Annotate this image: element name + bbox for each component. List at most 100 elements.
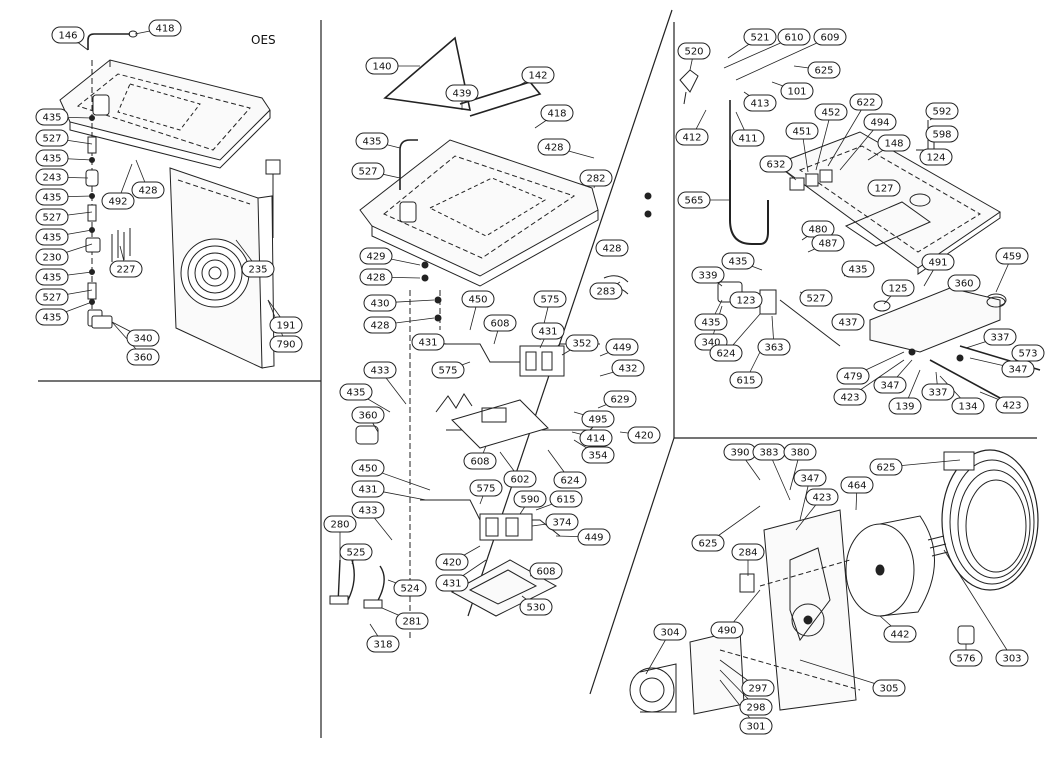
callout-label: 575 [438,366,457,377]
callout-347: 347 [873,376,907,394]
callout-label: 431 [538,327,557,338]
callout-423: 423 [805,488,839,506]
callout-label: 363 [764,343,783,354]
callout-label: 625 [876,463,895,474]
callout-label: 435 [346,388,365,399]
callout-label: 127 [874,184,893,195]
callout-428: 428 [595,239,629,257]
callout-bubble [35,228,69,246]
callout-bubble [469,479,503,497]
callout-label: 527 [42,134,61,145]
callout-492: 492 [101,192,135,210]
callout-298: 298 [739,698,773,716]
callout-label: 340 [701,338,720,349]
callout-bubble [581,446,615,464]
callout-bubble [411,333,445,351]
callout-bubble [529,562,563,580]
callout-347: 347 [1001,360,1035,378]
callout-label: 360 [954,279,973,290]
callout-527: 527 [35,129,69,147]
callout-608: 608 [463,452,497,470]
callout-label: 304 [660,628,679,639]
callout-625: 625 [691,534,725,552]
callout-label: 337 [990,333,1009,344]
callout-bubble [519,598,553,616]
callout-bubble [323,515,357,533]
callout-label: 337 [928,388,947,399]
callout-414: 414 [579,429,613,447]
callout-bubble [366,635,400,653]
callout-label: 575 [476,484,495,495]
callout-bubbles: 1464184355274352434355274352304355274354… [35,19,1045,735]
callout-bubble [807,61,841,79]
callout-bubble [677,42,711,60]
callout-bubble [35,308,69,326]
callout-label: 123 [736,296,755,307]
callout-label: 527 [358,167,377,178]
callout-label: 527 [42,213,61,224]
callout-label: 282 [586,174,605,185]
callout-429: 429 [359,247,393,265]
callout-bubble [925,125,959,143]
callout-bubble [533,290,567,308]
callout-bubble [840,476,874,494]
callout-label: 280 [330,520,349,531]
callout-bubble [109,260,143,278]
callout-435: 435 [35,308,69,326]
callout-524: 524 [393,579,427,597]
callout-label: 412 [682,133,701,144]
callout-433: 433 [363,361,397,379]
callout-297: 297 [741,679,775,697]
callout-495: 495 [581,410,615,428]
callout-bubble [675,128,709,146]
callout-bubble [339,383,373,401]
callout-bubble [741,679,775,697]
callout-label: 431 [358,485,377,496]
callout-527: 527 [35,288,69,306]
callout-491: 491 [921,253,955,271]
callout-label: 125 [888,284,907,295]
callout-bubble [611,359,645,377]
callout-label: 420 [634,431,653,442]
callout-bubble [793,469,827,487]
callout-bubble [785,122,819,140]
callout-bubble [553,471,587,489]
callout-bubble [351,459,385,477]
callout-label: 432 [618,364,637,375]
callout-bubble [983,328,1017,346]
callout-bubble [241,260,275,278]
callout-418: 418 [540,104,574,122]
callout-bubble [35,208,69,226]
callout-bubble [445,84,479,102]
callout-575: 575 [469,479,503,497]
callout-bubble [365,57,399,75]
callout-label: 305 [879,684,898,695]
callout-bubble [463,452,497,470]
callout-284: 284 [731,543,765,561]
callout-450: 450 [461,290,495,308]
callout-label: 283 [596,287,615,298]
callout-label: 439 [452,89,471,100]
callout-452: 452 [814,103,848,121]
callout-148: 148 [877,134,911,152]
callout-bubble [881,279,915,297]
callout-bubble [131,181,165,199]
callout-432: 432 [611,359,645,377]
callout-337: 337 [983,328,1017,346]
callout-435: 435 [694,313,728,331]
callout-bubble [269,335,303,353]
callout-363: 363 [757,338,791,356]
callout-bubble [531,322,565,340]
callout-label: 428 [138,186,157,197]
callout-449: 449 [577,528,611,546]
callout-590: 590 [513,490,547,508]
callout-label: 413 [750,99,769,110]
callout-318: 318 [366,635,400,653]
panel-center-drawing [329,36,652,640]
callout-bubble [729,291,763,309]
callout-bubble [35,188,69,206]
callout-label: 423 [840,393,859,404]
callout-bubble [709,344,743,362]
callout-label: 598 [932,130,951,141]
callout-bubble [877,134,911,152]
